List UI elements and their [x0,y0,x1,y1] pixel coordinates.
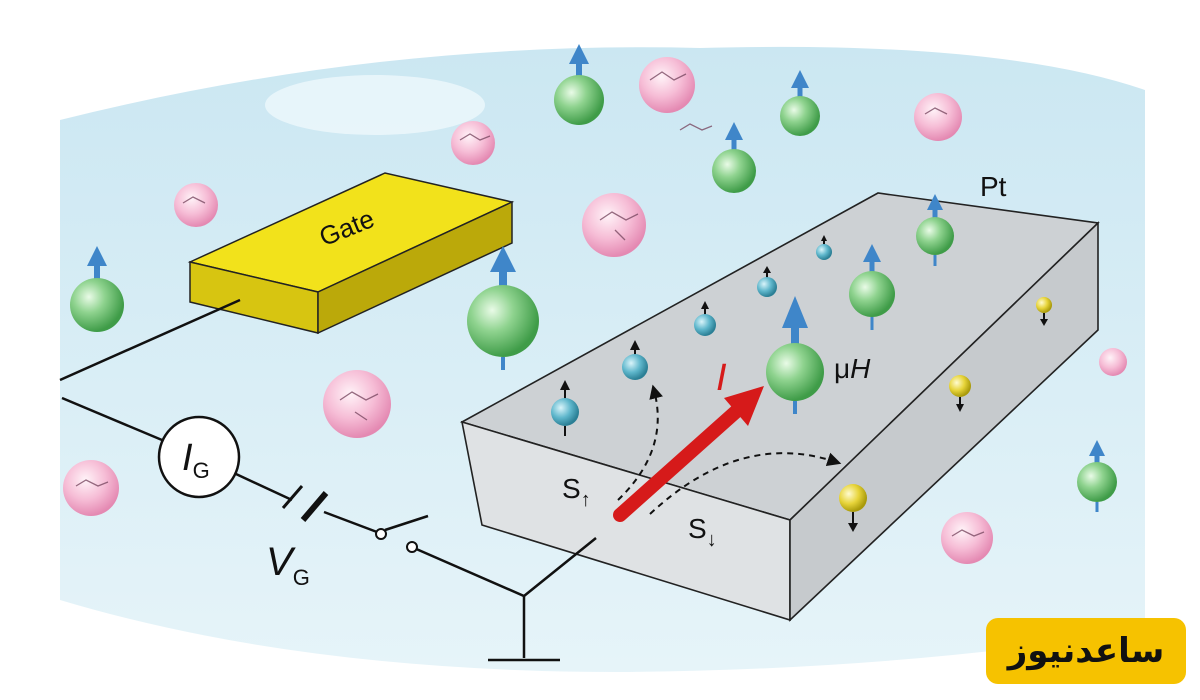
teal-spin [757,266,777,297]
vg-sub: G [293,565,310,590]
ion-molecule [63,460,119,516]
yellow-spin [839,484,867,532]
ion-molecule [639,57,695,113]
h-symbol: H [850,353,871,384]
green-spin [849,244,895,330]
wire-switch-arm [384,514,429,532]
vg-label: VG [266,540,310,590]
ig-label: IG [182,437,210,483]
teal-spin [694,301,716,336]
green-spin [554,44,604,125]
teal-spin [622,340,648,380]
ig-sub: G [193,458,210,483]
ion-molecule [174,183,218,227]
ion-molecule [582,193,646,257]
pt-label: Pt [980,171,1007,202]
green-spin [766,296,824,414]
wire-left-to-ig [61,396,163,442]
vg-main: V [266,540,296,584]
ion-molecule [451,121,495,165]
wire-gate [59,298,241,382]
wire-ig-to-battery [235,472,293,502]
battery-symbol [281,485,329,522]
teal-spin [816,235,832,260]
yellow-spin [1036,297,1052,326]
s-up-main: S [562,473,581,504]
s-down-main: S [688,513,707,544]
green-spins [70,44,1117,512]
green-spin [1077,440,1117,512]
watermark-text: ساعدنیوز [1007,631,1165,671]
fluid-highlight [265,75,485,135]
ion-molecule [1099,348,1127,376]
teal-spin [551,380,579,436]
ion-molecule [941,512,993,564]
current-label: I [716,357,727,399]
switch-contact-right [406,541,418,553]
yellow-spins [839,297,1052,532]
switch-contact-left [375,528,387,540]
s-down-sub: ↓ [707,529,717,551]
circuit-wires [59,298,597,662]
watermark-logo: ساعدنیوز [986,618,1186,684]
yellow-spin [949,375,971,412]
gate-current-meter: IG [157,415,241,499]
wire-battery-to-switch [323,510,378,534]
ig-main: I [182,437,193,479]
ion-molecule [323,370,391,438]
s-up-sub: ↑ [581,489,591,511]
spin-up-trajectory [617,384,663,501]
gate-side-face [317,200,513,335]
current-arrow [613,386,764,522]
green-spin [780,70,820,136]
green-spin [916,194,954,266]
gate-electrode: Gate [187,172,515,335]
teal-spins [551,235,832,436]
green-spin [712,122,756,193]
spin-up-label: S↑ [562,473,591,511]
magnetic-moment-label: μH [834,353,871,384]
green-spin [467,246,539,370]
pt-side-face [789,221,1099,622]
ion-molecule [914,93,962,141]
green-spin [70,246,124,332]
mu-symbol: μ [834,353,850,384]
spin-down-label: S↓ [688,513,717,551]
ion-molecules [63,57,1127,564]
spin-down-trajectory [649,452,842,515]
